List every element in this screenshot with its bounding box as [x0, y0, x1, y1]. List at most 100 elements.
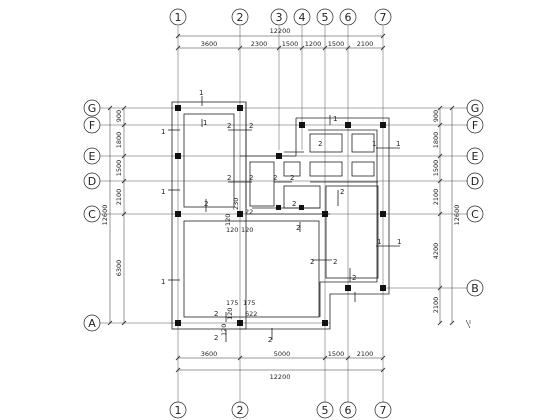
section-labels: 1 1 1 2 2 1 2 2 2 2 1 2 1 1 2 1 1 1 2 2 …: [161, 89, 401, 344]
section-label: 1: [397, 238, 401, 246]
bottom-axis-bubbles: [169, 401, 392, 419]
dim-left-segment: 2100: [115, 189, 123, 206]
section-label: 2: [204, 200, 208, 208]
axis-label-3: 3: [276, 11, 283, 24]
dim-bottom-segment: 3600: [201, 350, 218, 358]
axis-label-right-E: E: [472, 150, 479, 163]
detail-dim: 22: [245, 208, 253, 216]
left-dimensions: 12600 900 1800 1500 2100 6300: [101, 110, 123, 276]
dim-right-segment: 1800: [432, 132, 440, 149]
bottom-dimensions: 3600 5000 1500 2100 12200: [201, 350, 374, 381]
section-label: 2: [214, 310, 218, 318]
dim-top-segment: 1200: [305, 40, 322, 48]
foundation-strips: [171, 101, 390, 330]
axis-label-4: 4: [299, 11, 306, 24]
section-label: 2: [227, 122, 231, 130]
detail-dim: 120: [224, 214, 232, 226]
dim-bottom-segment: 1500: [328, 350, 345, 358]
dim-top-segment: 3600: [201, 40, 218, 48]
section-label: 2: [268, 336, 272, 344]
axis-label-F: F: [89, 119, 95, 132]
right-axis-labels: G F E D C B: [471, 102, 480, 295]
top-axis-bubbles: [169, 8, 392, 26]
axis-label-bottom-5: 5: [322, 404, 329, 417]
dimension-lines: [109, 35, 453, 371]
axis-label-5: 5: [322, 11, 329, 24]
detail-dim: 120: [226, 308, 234, 320]
detail-dim: 175: [243, 299, 255, 307]
section-label: 1: [333, 115, 337, 123]
section-label: 2: [352, 274, 356, 282]
section-label: 1: [161, 278, 165, 286]
axis-label-7: 7: [380, 11, 387, 24]
axis-label-right-D: D: [471, 175, 479, 188]
section-label: 2: [333, 258, 337, 266]
axis-label-2: 2: [237, 11, 244, 24]
section-label: 2: [340, 188, 344, 196]
left-axis-labels: G F E D C A: [88, 102, 97, 330]
axis-label-right-G: G: [471, 102, 480, 115]
dim-right-segment: 900: [432, 110, 440, 122]
top-dimensions: 12200 3600 2300 1500 1200 1500 2100: [201, 27, 374, 48]
detail-dim: 175: [226, 299, 238, 307]
section-label: 2: [310, 258, 314, 266]
dim-bottom-segment: 2100: [357, 350, 374, 358]
dim-left-segment: 1800: [115, 132, 123, 149]
dimension-ticks: [107, 33, 455, 373]
section-label: 2: [318, 140, 322, 148]
dim-bottom-segment: 5000: [274, 350, 291, 358]
bottom-axis-labels: 1 2 5 6 7: [175, 404, 387, 417]
dim-left-total: 12600: [101, 205, 109, 226]
dim-top-segment: 1500: [328, 40, 345, 48]
dim-right-segment: 1500: [432, 160, 440, 177]
dim-right-segment: 2100: [432, 297, 440, 314]
section-label: 1: [377, 238, 381, 246]
detail-dim: 120: [226, 226, 238, 234]
axis-label-bottom-2: 2: [237, 404, 244, 417]
axis-label-bottom-6: 6: [345, 404, 352, 417]
section-label: 2: [296, 224, 300, 232]
section-cuts: [168, 96, 400, 342]
detail-dim: 120: [241, 226, 253, 234]
dim-top-segment: 2300: [251, 40, 268, 48]
section-label: 1: [396, 140, 400, 148]
axis-label-A: A: [88, 317, 96, 330]
columns: [175, 105, 386, 326]
axis-label-right-F: F: [472, 119, 478, 132]
axis-label-right-B: B: [471, 282, 479, 295]
axis-label-bottom-7: 7: [380, 404, 387, 417]
axis-label-C: C: [88, 208, 96, 221]
dim-top-segment: 2100: [357, 40, 374, 48]
section-label: 2: [214, 334, 218, 342]
section-label: 1: [161, 128, 165, 136]
section-label: 2: [273, 174, 277, 182]
right-axis-bubbles: [466, 99, 484, 297]
dim-top-segment: 1500: [282, 40, 299, 48]
detail-dim: 230: [232, 198, 240, 210]
detail-dimensions: 120 120 120 230 22 175 175 120 622 120: [220, 198, 257, 336]
section-label: 2: [292, 200, 296, 208]
section-label: 1: [203, 119, 207, 127]
dim-left-segment: 900: [115, 110, 123, 122]
left-axis-bubbles: [83, 99, 101, 332]
dim-left-segment: 6300: [115, 260, 123, 277]
section-label: 2: [290, 174, 294, 182]
axis-label-bottom-1: 1: [175, 404, 182, 417]
axis-label-E: E: [89, 150, 96, 163]
detail-dim: 622: [245, 310, 257, 318]
dim-bottom-total: 12200: [270, 373, 291, 381]
detail-dim: 120: [220, 324, 228, 336]
dim-left-segment: 1500: [115, 160, 123, 177]
orientation-mark: [465, 319, 471, 329]
axis-label-D: D: [88, 175, 96, 188]
dim-right-total: 12600: [453, 205, 461, 226]
section-label: 2: [249, 122, 253, 130]
axis-label-6: 6: [345, 11, 352, 24]
section-label: 2: [227, 174, 231, 182]
dim-right-segment: 2100: [432, 189, 440, 206]
axis-label-right-C: C: [471, 208, 479, 221]
section-label: 1: [161, 188, 165, 196]
section-label: 1: [372, 140, 376, 148]
